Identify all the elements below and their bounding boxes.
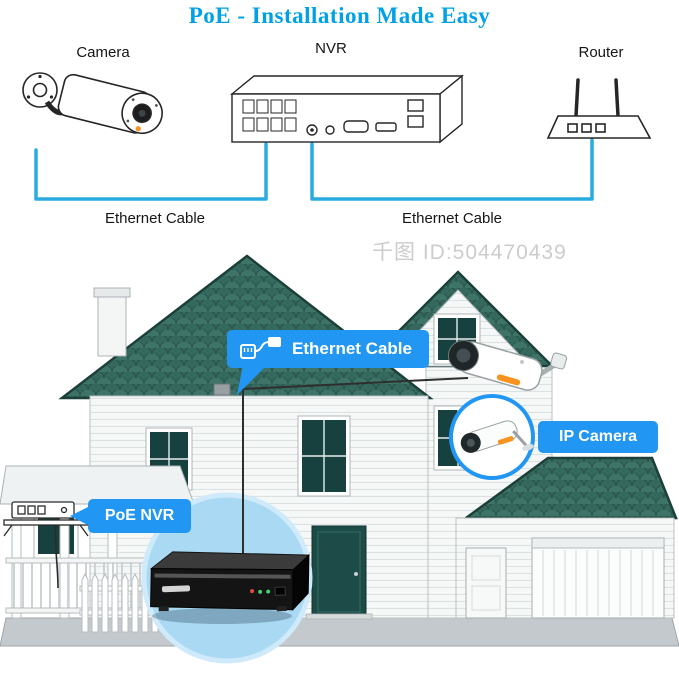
ethernet-cable-label-right: Ethernet Cable <box>401 210 503 227</box>
wall-shelf-nvr-drawing <box>3 501 89 589</box>
ip-camera-zoom-circle <box>449 394 535 480</box>
camera-label: Camera <box>76 44 130 61</box>
camera-drawing <box>22 72 163 135</box>
nvr-hdmi-port <box>375 122 397 132</box>
top-diagram <box>22 72 652 201</box>
ethernet-cable-callout-label: Ethernet Cable <box>292 339 412 358</box>
nvr-label: NVR <box>315 40 347 57</box>
poe-nvr-callout-label: PoE NVR <box>104 507 175 524</box>
cable-junction-box <box>213 383 231 396</box>
ethernet-cable-label-left: Ethernet Cable <box>104 210 206 227</box>
page-title: PoE - Installation Made Easy <box>188 3 491 28</box>
garage-door <box>531 537 665 619</box>
side-door <box>465 547 507 619</box>
nvr-usb-port <box>407 99 424 112</box>
router-label: Router <box>578 44 624 61</box>
front-door <box>305 525 373 620</box>
watermark: 千图 ID:504470439 <box>372 241 567 264</box>
nvr-led <box>258 589 263 594</box>
poe-nvr-callout: PoE NVR <box>88 499 191 533</box>
poe-callout-tail <box>70 505 92 527</box>
chimney <box>93 287 131 357</box>
ip-camera-callout-label: IP Camera <box>559 428 637 445</box>
nvr-led <box>250 589 255 594</box>
nvr-led <box>266 589 271 594</box>
cable-nvr-to-router <box>310 138 594 201</box>
house-mounted-camera <box>447 340 568 391</box>
poe-nvr-device <box>149 551 311 624</box>
router-antenna <box>574 78 580 118</box>
cable-camera-to-nvr <box>34 142 268 201</box>
nvr-front-usb <box>274 586 286 596</box>
nvr-vga-port <box>343 120 369 133</box>
nvr-ports <box>242 99 297 132</box>
nvr-usb-port <box>407 115 424 128</box>
ip-camera-callout: IP Camera <box>538 421 658 453</box>
ethernet-callout-tail <box>237 365 267 395</box>
router-drawing <box>546 78 652 139</box>
ethernet-cable-lines <box>34 138 594 201</box>
nvr-drawing <box>230 74 464 144</box>
overlays <box>3 340 568 664</box>
nvr-logo <box>161 585 191 593</box>
ethernet-cable-icon <box>240 337 281 359</box>
nvr-audio-port <box>325 125 335 135</box>
window <box>297 415 351 497</box>
ethernet-cable-callout: Ethernet Cable <box>227 330 429 368</box>
router-antenna <box>614 78 620 118</box>
